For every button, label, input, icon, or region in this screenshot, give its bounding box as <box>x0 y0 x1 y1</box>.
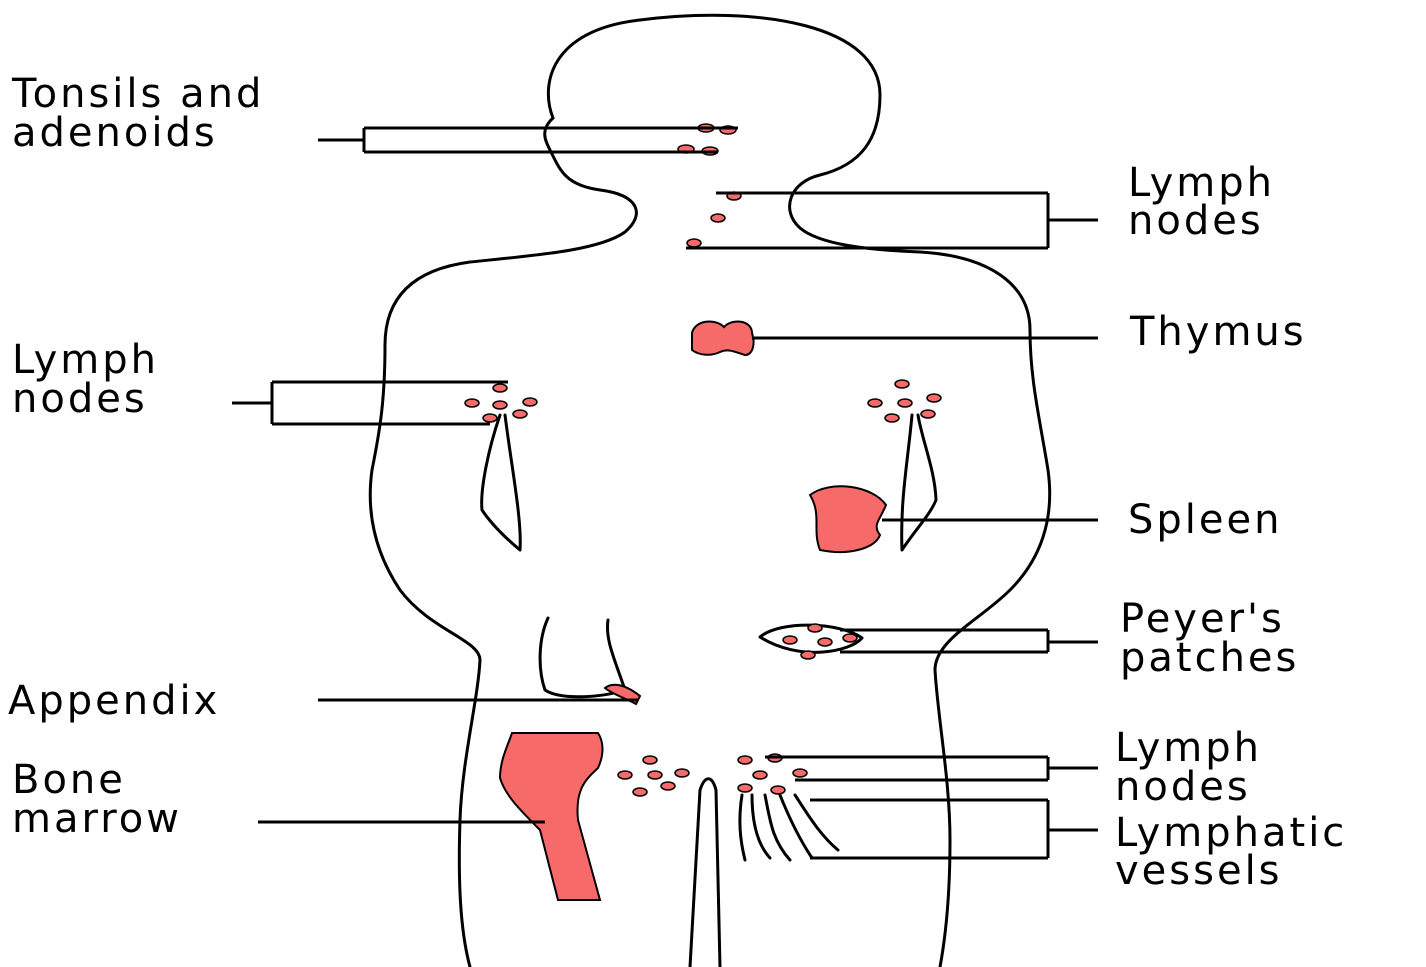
label-spleen: Spleen <box>1128 497 1282 543</box>
neck-nodes-leader <box>686 193 1098 248</box>
label-tonsils-line2: adenoids <box>12 110 218 156</box>
label-peyers-line2: patches <box>1120 635 1299 681</box>
groin-nodes-left <box>618 756 689 796</box>
inner-legs-outline <box>690 779 720 967</box>
spleen-organ <box>810 486 886 552</box>
label-groin-nodes-line2: nodes <box>1115 764 1251 810</box>
neck-nodes <box>687 192 741 247</box>
torso-left-outline <box>370 345 480 967</box>
thymus-organ <box>692 321 754 355</box>
peyers-leader <box>840 630 1098 652</box>
lymphatic-vessels-leader <box>810 800 1098 858</box>
label-neck-nodes-line2: nodes <box>1128 198 1264 244</box>
label-thymus: Thymus <box>1129 309 1307 355</box>
tonsils-leader <box>318 128 738 152</box>
arm-left-outline <box>482 415 521 550</box>
groin-nodes-right <box>738 754 807 794</box>
label-lymphatic-vessels-line2: vessels <box>1115 848 1283 894</box>
lymphatic-vessel-lines <box>740 795 838 860</box>
bone-marrow-organ <box>500 733 603 900</box>
label-appendix: Appendix <box>8 678 220 724</box>
torso-right-outline <box>935 330 1050 967</box>
head-neck-outline <box>548 15 1030 330</box>
groin-nodes-leader <box>765 757 1098 780</box>
armpit-nodes-right <box>868 380 941 422</box>
label-bone-marrow-line2: marrow <box>12 796 182 842</box>
label-armpit-nodes-line2: nodes <box>12 376 148 422</box>
body-outline <box>370 15 1049 967</box>
organs <box>500 321 886 900</box>
leader-lines <box>232 128 1098 858</box>
arm-right-outline <box>902 415 936 550</box>
